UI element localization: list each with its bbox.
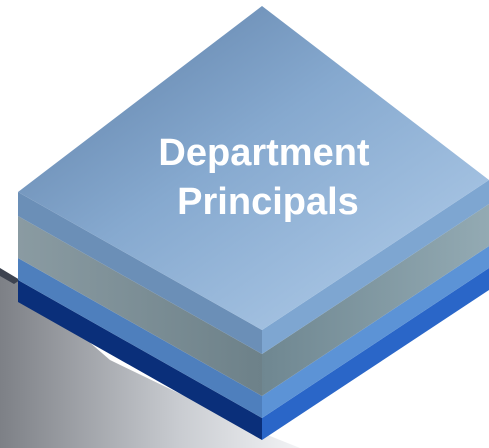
shadow-slab-edge: [0, 268, 20, 284]
layer-mid-blue-left: [18, 258, 262, 418]
layer-gray-left: [18, 216, 262, 396]
diagram-title-line-2: Principals: [177, 181, 359, 223]
layer-mid-blue-right: [262, 246, 489, 418]
layer-bright-blue-right: [262, 268, 489, 440]
layer-dark-blue-left: [18, 280, 262, 440]
top-slab-face: [18, 6, 489, 330]
diagram-title-line-1: Department: [158, 132, 369, 174]
shadow-slab: [0, 270, 300, 448]
layer-gray-right: [262, 204, 489, 396]
top-slab-right-side: [262, 180, 489, 354]
top-slab-left-side: [18, 192, 262, 354]
